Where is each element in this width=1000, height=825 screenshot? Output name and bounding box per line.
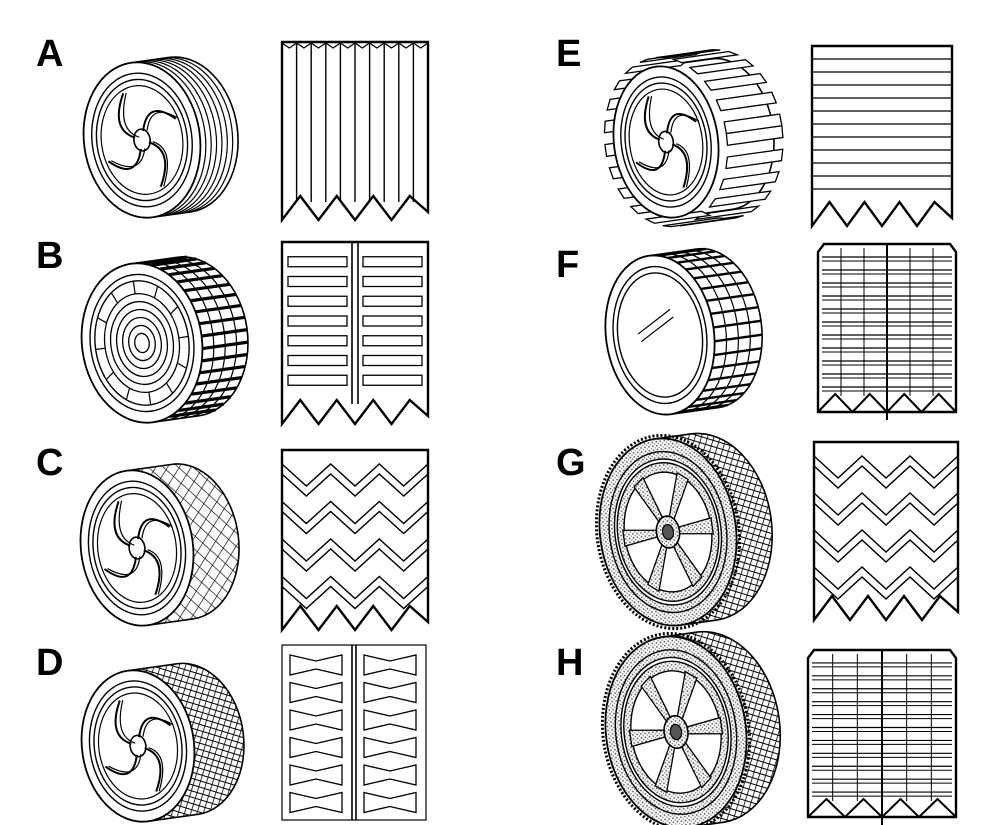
tread-panel-d [281,644,427,821]
label-e: E [556,33,581,75]
label-g: G [556,442,586,484]
label-d: D [36,642,63,684]
tread-panel-a [280,40,430,224]
tread-panel-f [816,242,958,420]
tread-outline [812,440,960,624]
tread-panel-h [806,648,958,825]
tread-outline [280,240,430,428]
label-c: C [36,442,63,484]
wheel-h-drawing [600,630,782,825]
wheel-c-drawing [79,463,240,627]
tread-panel-b [280,240,430,428]
tread-outline [281,644,427,821]
tread-outline [280,448,430,634]
wheel-f-drawing [604,247,763,416]
label-f: F [556,244,579,286]
wheel-a-drawing [82,56,239,219]
tread-panel-e [810,44,954,230]
wheel-d-drawing [80,662,245,823]
tread-panel-c [280,448,430,634]
label-b: B [36,235,63,277]
tread-panel-g [812,440,960,624]
label-a: A [36,33,63,75]
wheel-e-drawing [603,49,784,228]
wheel-b-drawing [80,255,249,424]
tread-outline [810,44,954,230]
label-h: H [556,642,583,684]
wheel-g-drawing [594,432,774,631]
